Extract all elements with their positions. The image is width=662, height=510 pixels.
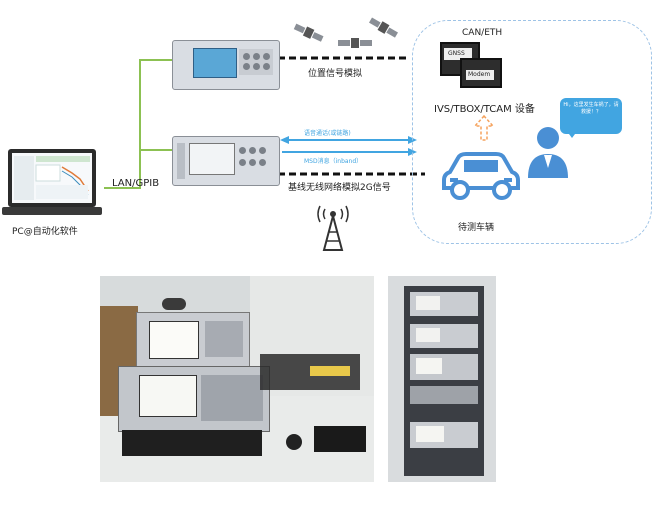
base-station-label: 基线无线网络模拟2G信号 <box>288 183 391 193</box>
lan-connection-lines <box>104 56 495 189</box>
instrument-screen <box>189 143 235 175</box>
photo-instrument-top <box>136 312 250 368</box>
can-eth-label: CAN/ETH <box>462 28 503 38</box>
device-label: IVS/TBOX/TCAM 设备 <box>434 104 535 115</box>
signal-generator-instrument <box>172 40 280 90</box>
laptop-icon <box>2 149 102 215</box>
satellite-icon <box>293 17 398 48</box>
photo-keyboard <box>122 430 262 456</box>
vehicle-label: 待测车辆 <box>458 223 495 233</box>
system-diagram: PC@自动化软件 LAN/GPIB 位置信号模拟 <box>2 17 652 251</box>
lab-photo-left <box>100 276 374 482</box>
speech-bubble: Hi，这里发生车祸了，请救援！？ <box>560 98 622 138</box>
communication-tester-instrument <box>172 136 280 186</box>
pc-label: PC@自动化软件 <box>12 227 78 237</box>
position-signal-label: 位置信号模拟 <box>308 69 363 79</box>
lab-photo-right <box>388 276 496 482</box>
instrument-screen <box>193 48 237 78</box>
msd-label: MSD消息（inband） <box>304 158 363 165</box>
tower-icon <box>317 205 349 251</box>
chip-icon: GNSS Modem <box>440 42 502 88</box>
lan-label: LAN/GPIB <box>112 178 160 189</box>
vehicle-boundary <box>412 20 652 244</box>
photo-instrument-bottom <box>118 366 270 432</box>
voice-channel-label: 语音通话(或链路) <box>304 130 351 137</box>
car-icon <box>442 152 520 200</box>
person-icon <box>528 127 568 178</box>
